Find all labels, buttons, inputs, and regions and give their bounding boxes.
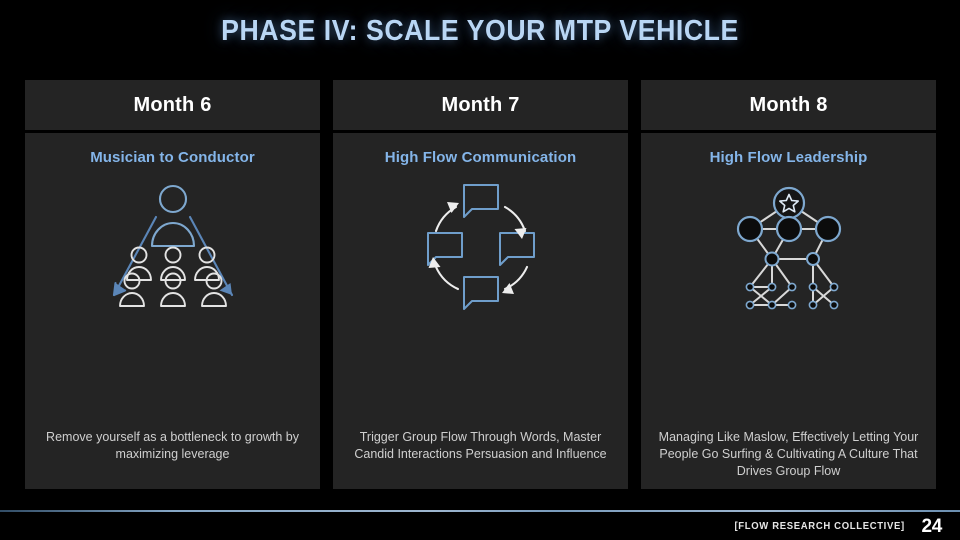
card-body-month-7: High Flow Communication (333, 133, 628, 489)
card-description: Remove yourself as a bottleneck to growt… (46, 430, 299, 461)
card-month-7[interactable]: Month 7 High Flow Communication (333, 80, 628, 489)
cards-row: Month 6 Musician to Conductor (25, 80, 936, 489)
card-header-month-7: Month 7 (333, 80, 628, 130)
card-subtitle: High Flow Communication (384, 149, 577, 166)
speech-bubble-cycle-icon (406, 177, 556, 317)
card-header-label: Month 8 (749, 93, 828, 116)
leader-and-team-hierarchy-icon (98, 177, 248, 317)
card-body-month-8: High Flow Leadership (641, 133, 936, 489)
card-header-month-6: Month 6 (25, 80, 320, 130)
card-description: Managing Like Maslow, Effectively Lettin… (658, 430, 919, 478)
card-subtitle: Musician to Conductor (90, 149, 255, 166)
card-header-month-8: Month 8 (641, 80, 936, 130)
card-header-label: Month 6 (133, 93, 212, 116)
card-month-6[interactable]: Month 6 Musician to Conductor (25, 80, 320, 489)
card-description: Trigger Group Flow Through Words, Master… (354, 430, 607, 461)
page-number: 24 (921, 515, 942, 537)
page-title: PHASE IV: SCALE YOUR MTP VEHICLE (221, 15, 739, 47)
card-subtitle: High Flow Leadership (709, 149, 868, 166)
card-body-month-6: Musician to Conductor (25, 133, 320, 489)
card-header-label: Month 7 (441, 93, 520, 116)
star-node-network-icon (714, 177, 864, 317)
footer: [FLOW RESEARCH COLLECTIVE] 24 (0, 513, 960, 540)
footer-divider (0, 510, 960, 512)
footer-brand-label: [FLOW RESEARCH COLLECTIVE] (734, 521, 905, 532)
card-month-8[interactable]: Month 8 High Flow Leadership (641, 80, 936, 489)
